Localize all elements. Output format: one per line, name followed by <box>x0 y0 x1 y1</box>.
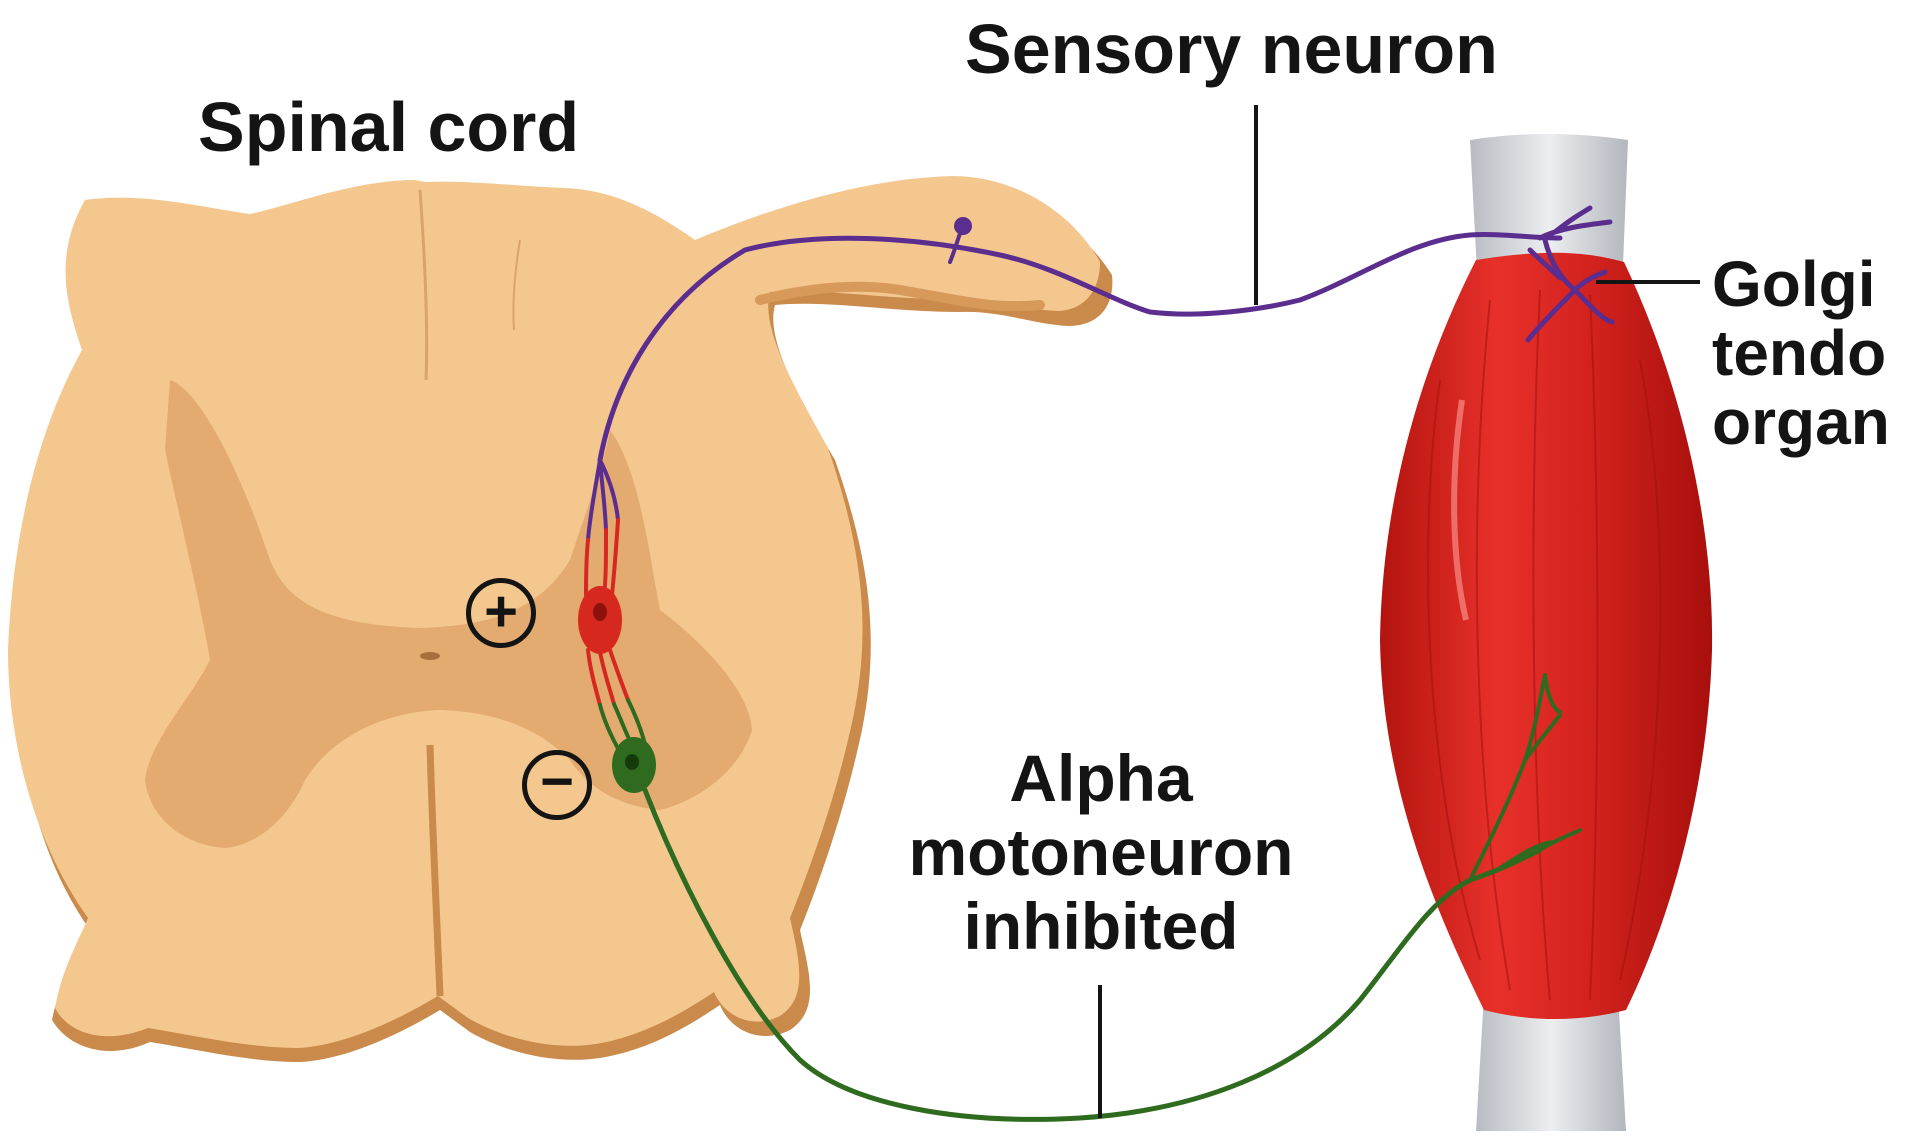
inhibitory-synapse-sign: − <box>522 750 592 820</box>
alpha-motoneuron-label: Alpha motoneuron inhibited <box>880 742 1322 964</box>
golgi-label-line-2: tendo <box>1712 319 1920 388</box>
motoneuron-nucleus <box>625 754 639 770</box>
golgi-tendon-organ-label: Golgi tendo organ <box>1712 250 1920 457</box>
alpha-label-line-2: motoneuron <box>880 816 1322 890</box>
interneuron-nucleus <box>593 603 607 621</box>
dorsal-root-ganglion-cell <box>954 217 972 235</box>
golgi-label-line-3: organ <box>1712 388 1920 457</box>
alpha-label-line-3: inhibited <box>880 890 1322 964</box>
alpha-label-line-1: Alpha <box>880 742 1322 816</box>
sensory-neuron-label: Sensory neuron <box>965 14 1498 84</box>
excitatory-synapse-sign: + <box>466 578 536 648</box>
central-canal <box>420 652 440 660</box>
golgi-label-line-1: Golgi <box>1712 250 1920 319</box>
spinal-cord-label: Spinal cord <box>198 92 579 162</box>
